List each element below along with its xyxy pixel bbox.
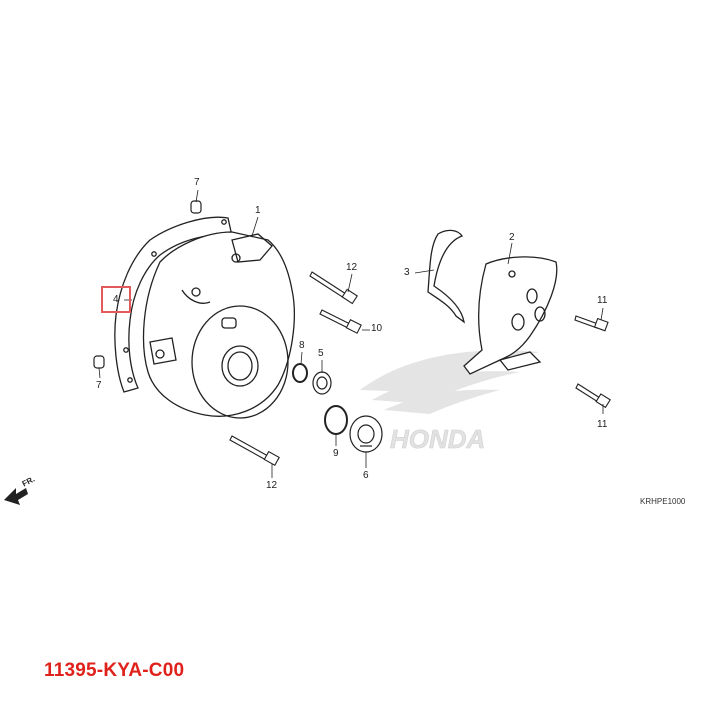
callout-12-top: 12 (346, 262, 358, 273)
callout-5: 5 (318, 348, 324, 359)
leader-lines (98, 189, 604, 478)
callout-9: 9 (333, 448, 339, 459)
bolt-parts (229, 271, 611, 467)
callout-7-top: 7 (194, 177, 200, 188)
callout-6: 6 (363, 470, 369, 481)
callout-11-top: 11 (597, 295, 608, 306)
callout-12-bottom: 12 (266, 480, 278, 491)
callout-7-bottom: 7 (96, 380, 102, 391)
callout-1: 1 (255, 205, 261, 216)
gasket-part (114, 216, 233, 393)
callout-3: 3 (404, 267, 410, 278)
part-number: 11395-KYA-C00 (44, 660, 185, 681)
callout-4: 4 (113, 294, 119, 305)
honda-text-watermark: HONDA (390, 424, 485, 454)
highlight-box (101, 286, 131, 313)
front-direction-arrow (4, 488, 28, 505)
callout-10: 10 (371, 323, 383, 334)
protector-part (463, 256, 558, 375)
callout-8: 8 (299, 340, 305, 351)
callout-11-bottom: 11 (597, 419, 608, 430)
diagram-code: KRHPE1000 (640, 497, 686, 506)
callout-2: 2 (509, 232, 515, 243)
crankcase-cover-part (142, 231, 295, 419)
clip-part (427, 229, 465, 324)
